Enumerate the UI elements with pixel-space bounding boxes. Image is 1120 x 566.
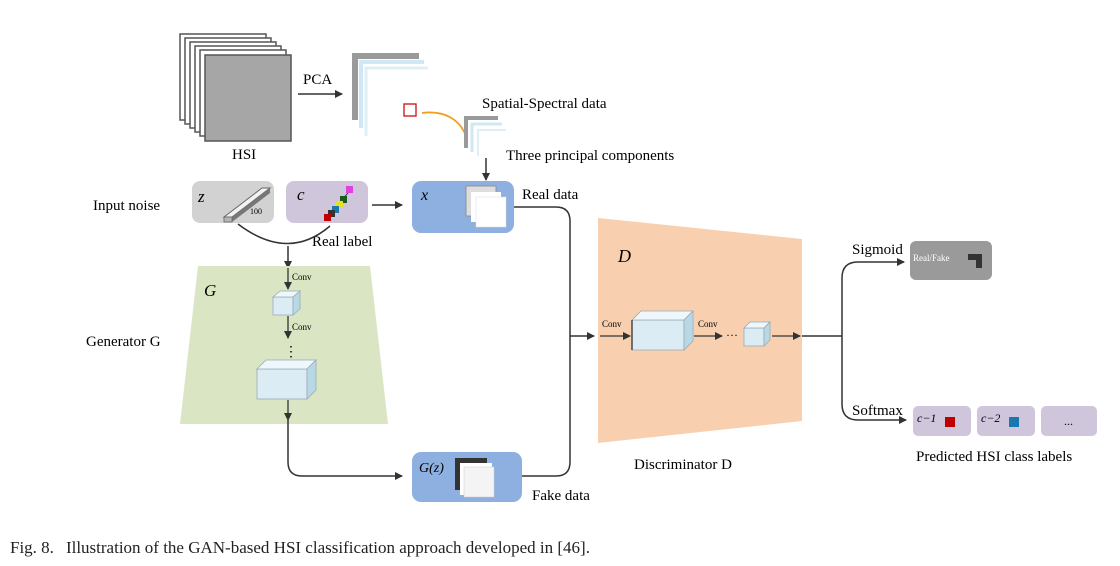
- z-symbol: z: [197, 187, 205, 206]
- real-fake-label: Real/Fake: [913, 253, 950, 263]
- generator-g-symbol: G: [204, 281, 216, 300]
- gen-small-cube: [271, 290, 302, 316]
- real-fake-output-icon: [968, 254, 982, 268]
- generator-to-gz-arrow: [287, 420, 403, 480]
- disc-conv-label-1: Conv: [602, 319, 622, 329]
- discriminator-trapezoid: [598, 218, 802, 443]
- real-fake-output-box: [910, 241, 992, 280]
- real-data-patch-icon: [465, 185, 507, 228]
- gen-conv-label-2: Conv: [292, 322, 312, 332]
- class-color-c-1: [945, 417, 955, 427]
- disc-ellipsis: ···: [726, 328, 738, 342]
- fake-data-connector: [522, 336, 571, 477]
- real-data-label: Real data: [522, 187, 579, 203]
- softmax-branch-arrow: [841, 336, 907, 424]
- one-hot-label-icon: [324, 186, 353, 221]
- gen-conv-label-1: Conv: [292, 272, 312, 282]
- generator-trapezoid: [180, 266, 388, 424]
- caption-label: Fig. 8.: [10, 538, 54, 557]
- hsi-cube-stack: [179, 33, 292, 142]
- discriminator-name-label: Discriminator D: [634, 457, 732, 473]
- patch-curve: [421, 111, 467, 137]
- generator-name-label: Generator G: [86, 334, 161, 350]
- spatial-spectral-label: Spatial-Spectral data: [482, 96, 607, 112]
- class-box-c-1: [913, 406, 971, 436]
- hsi-label: HSI: [232, 147, 256, 163]
- patch-selection-box: [403, 103, 417, 117]
- gz-symbol: G(z): [419, 461, 444, 476]
- pca-components-stack: [352, 53, 428, 136]
- predicted-labels-text: Predicted HSI class labels: [916, 449, 1072, 465]
- class-label-more: ...: [1064, 414, 1073, 428]
- sigmoid-branch-arrow: [841, 258, 905, 336]
- fake-data-patch-icon: [455, 458, 495, 498]
- class-box-c-2: [977, 406, 1035, 436]
- class-color-c-2: [1009, 417, 1019, 427]
- class-box-more: [1041, 406, 1097, 436]
- c-symbol: c: [297, 185, 305, 204]
- real-data-connector: [514, 206, 571, 336]
- real-label-text: Real label: [312, 234, 372, 250]
- figure-caption: Fig. 8. Illustration of the GAN-based HSI…: [10, 538, 590, 558]
- three-pc-label: Three principal components: [506, 148, 674, 164]
- patch-stack: [464, 116, 506, 156]
- z-dim-label: 100: [250, 207, 262, 216]
- noise-label-merge-curve: [237, 223, 331, 245]
- noise-z-box: [192, 181, 274, 223]
- noise-vector-bar: [222, 187, 272, 223]
- caption-text: Illustration of the GAN-based HSI classi…: [65, 538, 590, 557]
- softmax-label: Softmax: [852, 403, 903, 419]
- input-noise-label: Input noise: [93, 198, 160, 214]
- disc-conv-label-2: Conv: [698, 319, 718, 329]
- gen-large-cube: [256, 359, 317, 400]
- discriminator-d-symbol: D: [617, 246, 631, 266]
- gen-ellipsis: ⋮: [284, 345, 298, 360]
- disc-small-cube: [743, 321, 771, 347]
- x-symbol: x: [420, 187, 428, 204]
- disc-large-cube: [631, 310, 694, 351]
- pca-label: PCA: [303, 72, 332, 88]
- sigmoid-label: Sigmoid: [852, 242, 903, 258]
- class-label-c-1: c−1: [917, 411, 936, 425]
- fake-data-label: Fake data: [532, 488, 590, 504]
- class-label-c-2: c−2: [981, 411, 1000, 425]
